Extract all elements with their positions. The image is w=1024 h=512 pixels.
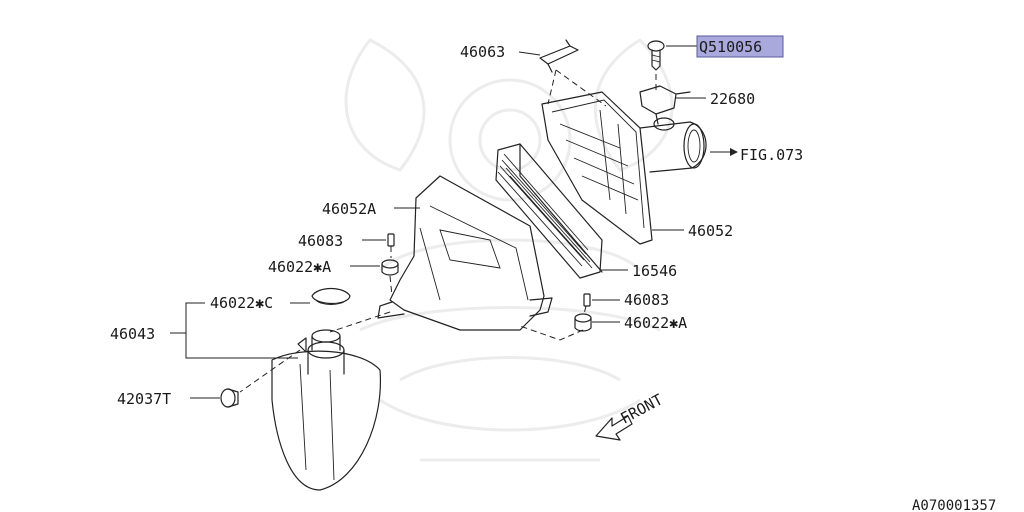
- label-22680[interactable]: 22680: [710, 90, 755, 108]
- label-42037t[interactable]: 42037T: [117, 390, 171, 408]
- label-16546[interactable]: 16546: [632, 262, 677, 280]
- label-46022a-left[interactable]: 46022✱A: [268, 258, 331, 276]
- upper-case-46052[interactable]: [541, 91, 707, 245]
- grommet-46022a-right[interactable]: [574, 313, 592, 332]
- resonator-46043[interactable]: [271, 329, 382, 491]
- clamp-46022c[interactable]: [311, 287, 351, 305]
- front-label: FRONT: [617, 390, 665, 427]
- clip-42037t[interactable]: [220, 388, 239, 408]
- label-46022c[interactable]: 46022✱C: [210, 294, 273, 312]
- label-q510056[interactable]: Q510056: [699, 38, 762, 56]
- label-46052a[interactable]: 46052A: [322, 200, 376, 218]
- filter-element-16546[interactable]: [495, 143, 603, 279]
- pin-46083-right[interactable]: [583, 293, 591, 307]
- label-46063[interactable]: 46063: [460, 43, 505, 61]
- grommet-46022a-left[interactable]: [381, 259, 399, 276]
- clip-46063[interactable]: [539, 39, 579, 73]
- bracket-46043-bottom: [185, 302, 298, 359]
- screw-q510056[interactable]: [647, 40, 665, 71]
- label-46052[interactable]: 46052: [688, 222, 733, 240]
- label-46083-right[interactable]: 46083: [624, 291, 669, 309]
- diagram-code: A070001357: [912, 498, 996, 512]
- pin-46083-left[interactable]: [387, 233, 395, 247]
- sensor-22680[interactable]: [639, 85, 691, 125]
- assembly-dash-lines: [239, 69, 657, 393]
- label-fig073[interactable]: FIG.073: [740, 146, 803, 164]
- highlight-box-q510056: [696, 35, 784, 58]
- leader-46063: [518, 51, 541, 56]
- label-46083-left[interactable]: 46083: [298, 232, 343, 250]
- lower-case-46052a[interactable]: [377, 175, 553, 331]
- arrow-fig073: [710, 148, 738, 156]
- front-arrow-icon: [595, 415, 633, 441]
- label-46043[interactable]: 46043: [110, 325, 155, 343]
- watermark-emblem: [344, 38, 674, 462]
- label-46022a-right[interactable]: 46022✱A: [624, 314, 687, 332]
